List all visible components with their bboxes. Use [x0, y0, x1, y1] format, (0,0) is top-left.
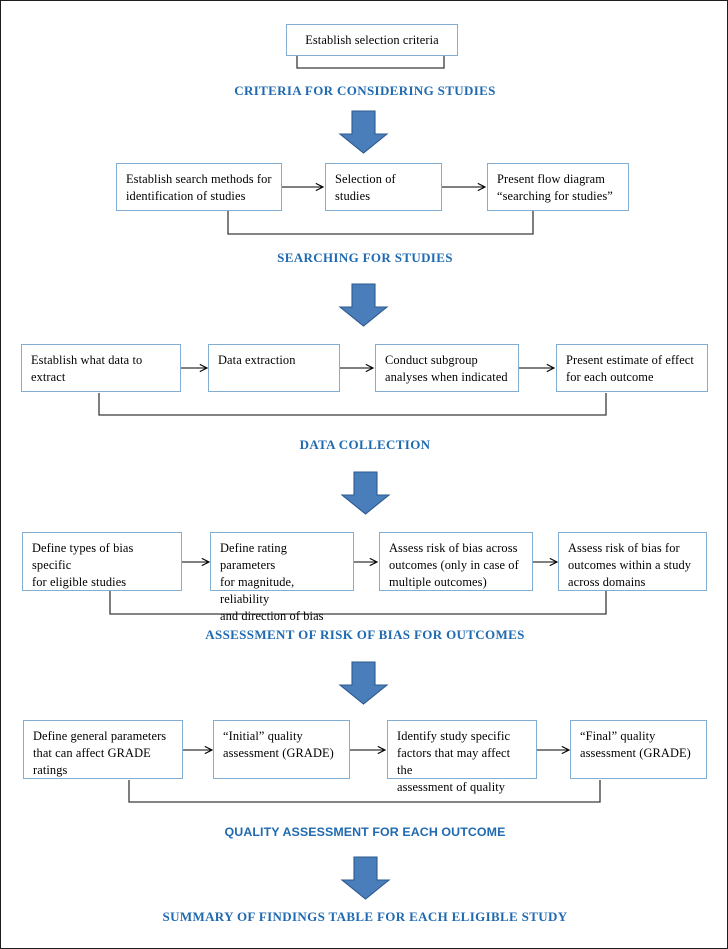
- caption-criteria-for-considering-studies: CRITERIA FOR CONSIDERING STUDIES: [234, 83, 496, 98]
- down-block-arrow-3: [340, 471, 391, 515]
- bracket-row-5: [128, 780, 601, 803]
- bracket-row-3: [98, 393, 607, 416]
- node-establish-search-methods[interactable]: Establish search methods for identificat…: [116, 163, 282, 211]
- bracket-row-4: [109, 591, 607, 615]
- caption-quality-assessment-each-outcome: QUALITY ASSESSMENT FOR EACH OUTCOME: [224, 825, 506, 839]
- down-block-arrow-1: [338, 110, 389, 154]
- down-block-arrow-2: [338, 283, 389, 327]
- node-present-flow-diagram[interactable]: Present flow diagram “searching for stud…: [487, 163, 629, 211]
- caption-assessment-of-risk-of-bias: ASSESSMENT OF RISK OF BIAS FOR OUTCOMES: [205, 627, 525, 642]
- node-selection-of-studies[interactable]: Selection of studies: [325, 163, 442, 211]
- node-define-general-parameters-grade[interactable]: Define general parameters that can affec…: [23, 720, 183, 779]
- node-conduct-subgroup-analyses[interactable]: Conduct subgroup analyses when indicated: [375, 344, 519, 392]
- node-assess-risk-across-outcomes[interactable]: Assess risk of bias across outcomes (onl…: [379, 532, 533, 591]
- node-establish-what-data-to-extract[interactable]: Establish what data to extract: [21, 344, 181, 392]
- node-establish-selection-criteria[interactable]: Establish selection criteria: [286, 24, 458, 56]
- caption-data-collection: DATA COLLECTION: [299, 437, 431, 452]
- node-define-rating-parameters[interactable]: Define rating parameters for magnitude, …: [210, 532, 354, 623]
- node-final-quality-assessment[interactable]: “Final” quality assessment (GRADE): [570, 720, 707, 779]
- node-present-estimate-of-effect[interactable]: Present estimate of effect for each outc…: [556, 344, 708, 392]
- node-assess-risk-within-study[interactable]: Assess risk of bias for outcomes within …: [558, 532, 707, 591]
- caption-searching-for-studies: SEARCHING FOR STUDIES: [277, 250, 453, 265]
- caption-summary-of-findings: SUMMARY OF FINDINGS TABLE FOR EACH ELIGI…: [162, 909, 568, 924]
- down-block-arrow-5: [340, 856, 391, 900]
- node-define-types-of-bias[interactable]: Define types of bias specific for eligib…: [22, 532, 182, 591]
- node-identify-study-specific-factors[interactable]: Identify study specific factors that may…: [387, 720, 537, 794]
- bracket-row-2: [227, 211, 534, 235]
- node-initial-quality-assessment[interactable]: “Initial” quality assessment (GRADE): [213, 720, 350, 779]
- bracket-row-1: [296, 56, 445, 69]
- node-data-extraction[interactable]: Data extraction: [208, 344, 340, 392]
- down-block-arrow-4: [338, 661, 389, 705]
